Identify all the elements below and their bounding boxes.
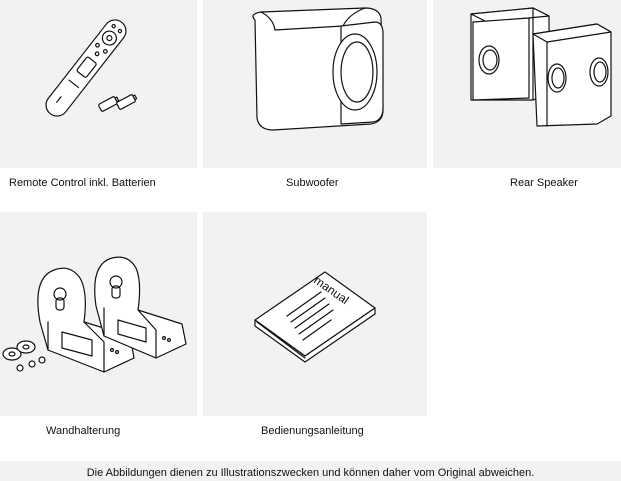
footer-disclaimer-band: Die Abbildungen dienen zu Illustrationsz… [0,461,621,481]
item-caption-wall-mount: Wandhalterung [46,425,121,437]
item-tile-rear-speaker [433,0,621,168]
footer-disclaimer: Die Abbildungen dienen zu Illustrationsz… [86,467,535,479]
remote-control-icon [45,19,138,117]
subwoofer-icon [252,7,384,131]
item-tile-wall-mount [0,212,197,416]
item-tile-manual: manual [203,212,427,416]
rear-speaker-icon [470,7,612,127]
wall-mount-icon [2,256,187,373]
item-caption-manual: Bedienungsanleitung [261,425,364,437]
item-caption-subwoofer: Subwoofer [286,177,339,189]
item-caption-remote-control: Remote Control inkl. Batterien [9,177,156,189]
item-caption-rear-speaker: Rear Speaker [510,177,578,189]
manual-icon: manual [254,271,376,363]
item-tile-remote-control [0,0,197,168]
item-tile-subwoofer [203,0,427,168]
